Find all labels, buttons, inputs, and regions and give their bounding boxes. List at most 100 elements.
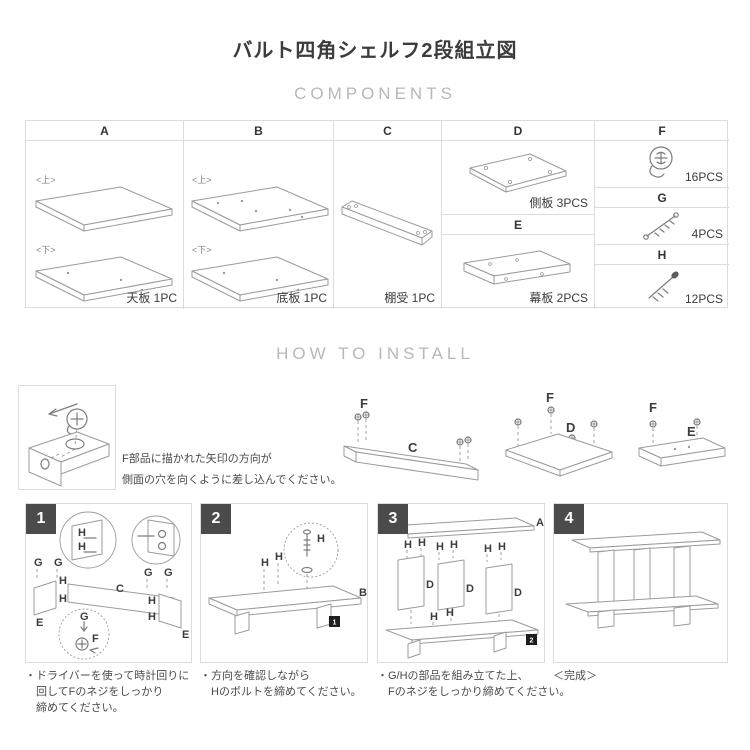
caption-line: ・ドライバーを使って時計回りに	[25, 670, 190, 682]
note-line-1: F部品に描かれた矢印の方向が	[122, 453, 272, 465]
part-h-label: H	[59, 575, 67, 587]
part-f-label: F	[92, 633, 99, 645]
part-h-label: H	[436, 541, 444, 553]
cam-screws-icon	[354, 411, 472, 446]
component-f-quantity: 16PCS	[684, 170, 723, 184]
note-line-2: 側面の穴を向くように差し込んでください。	[122, 474, 342, 486]
component-e-letter: E	[442, 215, 594, 235]
part-h-label: H	[404, 539, 412, 551]
part-d-label: D	[466, 583, 474, 595]
caption-line: 締めてください。	[36, 702, 124, 714]
components-section-heading: COMPONENTS	[294, 84, 456, 103]
step-1-caption: ・ドライバーを使って時計回りに 回してFのネジをしっかり 締めてください。	[25, 668, 189, 716]
component-a-body: <上> <下> 天板 1PC	[26, 141, 183, 309]
part-h-label: H	[446, 607, 454, 619]
step-1-diagram: H H G G E H H C G G H H E G	[33, 511, 189, 660]
part-g-label: G	[144, 567, 153, 579]
caption-line: ・G/Hの部品を組み立てた上、	[377, 670, 529, 682]
step-3-caption: ・G/Hの部品を組み立てた上、 Fのネジをしっかり締めてください。	[377, 668, 570, 700]
component-h-quantity: 12PCS	[684, 292, 723, 306]
part-h-label: H	[450, 539, 458, 551]
component-h-section: H 12PCS	[595, 245, 729, 309]
component-g-section: G 4PCS	[595, 188, 729, 245]
part-h-label: H	[430, 611, 438, 623]
component-d-section: D 側板 3PCS	[442, 121, 594, 215]
component-c-letter: C	[334, 121, 441, 141]
bolt-icon	[648, 271, 679, 302]
part-c-label: C	[116, 583, 124, 595]
install-diagram-c: F C	[336, 390, 488, 486]
component-g-letter: G	[595, 188, 729, 208]
part-h-label: H	[261, 557, 269, 569]
component-fgh-column: F 16PCS G	[595, 121, 729, 309]
cam-screws-icon	[649, 418, 701, 428]
bottom-board-diagram: <上> <下>	[191, 175, 329, 302]
component-e-body: 幕板 2PCS	[442, 235, 594, 309]
caption-line: Hのボルトを締めてください。	[211, 686, 362, 698]
step-2-diagram: H H H B 1	[208, 522, 367, 635]
view-bottom-label: <下>	[36, 245, 56, 255]
part-h-label: H	[317, 533, 325, 545]
board-b-label: B	[359, 587, 367, 599]
part-h-label: H	[275, 551, 283, 563]
svg-text:2: 2	[530, 638, 534, 645]
step-4-diagram	[565, 531, 721, 629]
install-c-svg: F C	[343, 396, 479, 481]
component-a-letter: A	[26, 121, 183, 141]
caption-line: 回してFのネジをしっかり	[36, 686, 164, 698]
component-c-column: C 棚受 1PC	[334, 121, 442, 309]
component-d-quantity: 側板 3PCS	[529, 196, 588, 210]
part-f-label: F	[546, 390, 554, 405]
component-d-letter: D	[442, 121, 594, 141]
assembly-ref-2: 2	[526, 634, 537, 645]
component-h-body: 12PCS	[595, 265, 729, 309]
step-3-panel: 3 A H H H H H H D D D H H	[377, 503, 545, 663]
caption-line: ・方向を確認しながら	[200, 670, 310, 682]
page-title: バルト四角シェルフ2段組立図	[232, 40, 518, 62]
part-f-label: F	[360, 396, 368, 411]
cam-lock-icon	[649, 146, 673, 178]
cam-direction-diagram	[28, 403, 110, 487]
part-h-label: H	[59, 593, 67, 605]
bolt-icon	[302, 529, 312, 557]
component-g-quantity: 4PCS	[691, 227, 723, 241]
part-e-label: E	[687, 424, 696, 439]
step-4-number: 4	[554, 504, 584, 534]
component-c-body: 棚受 1PC	[334, 141, 441, 309]
component-b-letter: B	[184, 121, 333, 141]
cam-direction-note: F部品に描かれた矢印の方向が 側面の穴を向くように差し込んでください。	[122, 449, 341, 491]
install-e-svg: F E	[638, 400, 726, 467]
component-f-letter: F	[595, 121, 729, 141]
install-diagram-e: F E	[631, 396, 731, 484]
part-g-label: G	[164, 567, 173, 579]
part-h-label: H	[484, 543, 492, 555]
part-h-label: H	[148, 611, 156, 623]
view-top-label: <上>	[192, 175, 212, 185]
part-c-label: C	[408, 440, 418, 455]
component-g-body: 4PCS	[595, 208, 729, 244]
step-3-diagram: A H H H H H H D D D H H 2	[385, 517, 544, 659]
part-g-label: G	[34, 557, 43, 569]
view-top-label: <上>	[36, 175, 56, 185]
component-c-quantity: 棚受 1PC	[384, 291, 435, 305]
part-h-label: H	[498, 541, 506, 553]
component-b-body: <上> <下> 底板 1PC	[184, 141, 333, 309]
component-f-section: F 16PCS	[595, 121, 729, 188]
install-d-svg: F D	[505, 390, 613, 477]
side-board-diagram	[469, 153, 567, 193]
shelf-support-diagram	[341, 200, 433, 246]
component-a-quantity: 天板 1PC	[126, 291, 177, 305]
cam-direction-diagram-box	[18, 385, 116, 490]
component-h-letter: H	[595, 245, 729, 265]
step-1-number: 1	[26, 504, 56, 534]
step-1-panel: 1 H H G G E H H C G G H H	[25, 503, 192, 663]
step-2-caption: ・方向を確認しながら Hのボルトを締めてください。	[200, 668, 362, 700]
install-section-heading: HOW TO INSTALL	[276, 344, 474, 363]
svg-text:1: 1	[333, 620, 337, 627]
part-d-label: D	[566, 420, 575, 435]
component-a-column: A <上> <下> 天板 1PC	[26, 121, 184, 309]
components-table: A <上> <下> 天板 1PC B	[25, 120, 729, 309]
component-de-column: D 側板 3PCS E	[442, 121, 595, 309]
apron-board-diagram	[463, 250, 571, 285]
